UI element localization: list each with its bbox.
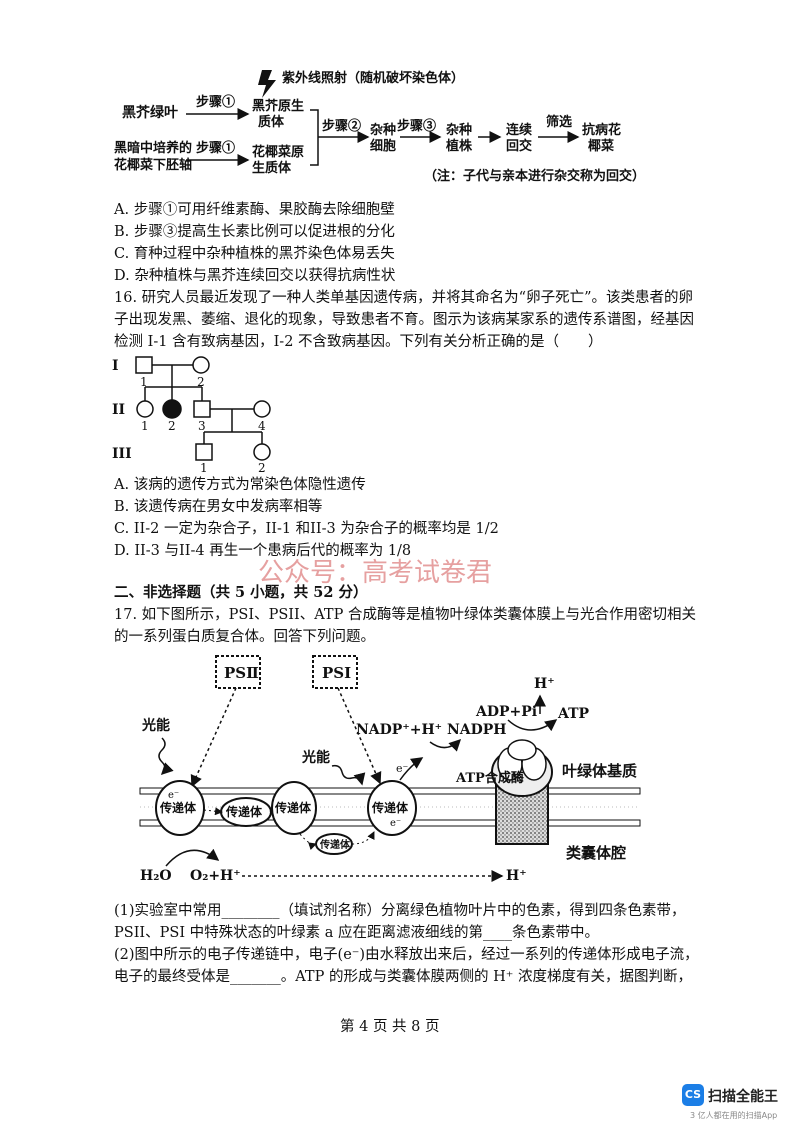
pedigree-i1-male [135, 356, 153, 374]
page-number: 第 4 页 共 8 页 [340, 1019, 440, 1035]
q17-stem-line2: 的一系列蛋白质复合体。回答下列问题。 [114, 629, 375, 645]
pedigree-iii1-male [195, 443, 213, 461]
psii-box [215, 655, 261, 689]
atp-label: ATP [557, 706, 590, 722]
o2-label: O₂+H⁺ [190, 868, 241, 884]
nadph-label: NADP⁺+H⁺ NADPH [356, 722, 507, 738]
lightning-icon [258, 70, 276, 98]
backcross-line2: 回交 [506, 138, 532, 154]
q17-part2-line1: (2)图中所示的电子传递链中，电子(e⁻)由水释放出来后，经过一系列的传递体形成… [114, 947, 699, 963]
q17-part2-line2: 电子的最终受体是_______。ATP 的形成与类囊体膜两侧的 H⁺ 浓度梯度有… [114, 969, 692, 985]
pedigree-ii1-female [136, 400, 154, 418]
q15-option-c: C. 育种过程中杂种植株的黑芥染色体易丢失 [114, 246, 395, 262]
svg-text:传递体: 传递体 [159, 800, 197, 815]
section-2-heading: 二、非选择题（共 5 小题，共 52 分） [114, 584, 368, 601]
step1a-label: 步骤① [196, 94, 235, 110]
proto2-line1: 花椰菜原 [252, 144, 304, 160]
screen-label: 筛选 [546, 114, 572, 130]
hybrid-cell-line2: 细胞 [370, 138, 396, 154]
adp-label: ADP+Pi [475, 704, 537, 720]
svg-text:2: 2 [168, 419, 176, 433]
psii-label: PSⅡ [224, 664, 259, 682]
camscanner-app-name: 扫描全能王 [708, 1089, 778, 1105]
svg-text:2: 2 [258, 461, 266, 474]
svg-text:传递体: 传递体 [319, 838, 351, 851]
atp-synthase [491, 739, 553, 845]
watermark: 公众号：高考试卷君 [258, 558, 493, 588]
svg-text:4: 4 [258, 419, 266, 433]
q16-stem-line2: 子出现发黑、萎缩、退化的现象，导致患者不育。图示为该病某家系的遗传系谱图，经基因 [114, 312, 694, 328]
q16-option-d: D. II-3 与II-4 再生一个患病后代的概率为 1/8 [114, 543, 412, 559]
hybrid-plant-line1: 杂种 [446, 122, 472, 138]
step2-label: 步骤② [322, 118, 361, 134]
h-plus-top: H⁺ [534, 676, 555, 692]
h-plus-bottom: H⁺ [506, 868, 527, 884]
q16-option-a: A. 该病的遗传方式为常染色体隐性遗传 [114, 477, 366, 493]
light-label-1: 光能 [141, 717, 170, 734]
svg-text:e⁻: e⁻ [390, 818, 401, 829]
pedigree-iii2-female [253, 443, 271, 461]
carrier-psii [155, 780, 205, 836]
svg-text:1: 1 [141, 419, 149, 433]
q16-stem-line3: 检测 I-1 含有致病基因，I-2 不含致病基因。下列有关分析正确的是（ ） [114, 334, 603, 350]
proto1-line2: 质体 [258, 114, 285, 130]
q17-part1-line2: PSII、PSI 中特殊状态的叶绿素 a 应在距离滤液细线的第____条色素带中… [114, 925, 600, 941]
step1b-label: 步骤① [196, 140, 235, 156]
q15-option-d: D. 杂种植株与黑芥连续回交以获得抗病性状 [114, 268, 396, 284]
q15-option-b: B. 步骤③提高生长素比例可以促进根的分化 [114, 224, 395, 240]
light-label-2: 光能 [301, 749, 330, 766]
camscanner-logo-icon: CS [682, 1084, 704, 1106]
pedigree-ii3-male [193, 400, 211, 418]
atp-synthase-label: ATP合成酶 [455, 770, 524, 786]
svg-text:传递体: 传递体 [225, 804, 263, 819]
step3-label: 步骤③ [397, 118, 436, 134]
thylakoid-membrane-diagram: PSⅡ PSⅠ 光能 光能 传递体 e⁻ 传递体 传递体 传递体 传递体 e⁻ … [139, 655, 641, 884]
svg-text:3: 3 [198, 419, 206, 433]
uv-label: 紫外线照射（随机破坏染色体） [282, 70, 464, 86]
source-cauliflower-line1: 黑暗中培养的 [114, 140, 192, 156]
svg-text:e⁻: e⁻ [396, 762, 409, 775]
pedigree-i2-female [192, 356, 210, 374]
lumen-label: 类囊体腔 [566, 844, 626, 862]
result-line2: 椰菜 [588, 138, 614, 154]
psi-label: PSⅠ [322, 664, 351, 682]
h2o-label: H₂O [140, 868, 172, 884]
psi-box [312, 655, 358, 689]
proto2-line2: 生质体 [252, 160, 292, 176]
pedigree-ii2-affected-female [162, 399, 182, 419]
camscanner-tagline: 3 亿人都在用的扫描App [690, 1111, 778, 1120]
gen-label-ii: II [112, 402, 125, 418]
proto1-line1: 黑芥原生 [252, 98, 304, 114]
backcross-note: （注：子代与亲本进行杂交称为回交） [424, 168, 645, 184]
q16-option-c: C. II-2 一定为杂合子，II-1 和II-3 为杂合子的概率均是 1/2 [114, 521, 499, 537]
svg-text:传递体: 传递体 [371, 800, 409, 815]
source-cauliflower-line2: 花椰菜下胚轴 [114, 157, 192, 173]
q17-stem-line1: 17. 如下图所示，PSI、PSII、ATP 合成酶等是植物叶绿体类囊体膜上与光… [114, 607, 696, 623]
backcross-line1: 连续 [506, 122, 532, 138]
q15-option-a: A. 步骤①可用纤维素酶、果胶酶去除细胞壁 [114, 202, 395, 218]
hybrid-plant-line2: 植株 [445, 138, 473, 154]
carrier-3 [271, 781, 317, 835]
q16-option-b: B. 该遗传病在男女中发病率相等 [114, 499, 323, 515]
pedigree-ii4-female [253, 400, 271, 418]
result-line1: 抗病花 [582, 122, 621, 138]
svg-text:e⁻: e⁻ [168, 790, 179, 801]
hybrid-breeding-flow-diagram: 紫外线照射（随机破坏染色体） 黑芥绿叶 黑暗中培养的 花椰菜下胚轴 步骤① 步骤… [114, 70, 645, 184]
svg-text:传递体: 传递体 [274, 800, 312, 815]
svg-text:1: 1 [200, 461, 208, 474]
stroma-label: 叶绿体基质 [562, 762, 637, 780]
source-mustard-leaf: 黑芥绿叶 [122, 104, 178, 121]
gen-label-i: I [112, 358, 119, 374]
q16-stem-line1: 16. 研究人员最近发现了一种人类单基因遗传病，并将其命名为“卵子死亡”。该类患… [114, 290, 693, 306]
svg-text:1: 1 [140, 375, 148, 389]
pedigree-chart: I II III 1 2 1 2 3 4 1 2 [112, 356, 271, 474]
carrier-psi [367, 780, 417, 836]
q17-part1-line1: (1)实验室中常用________（填试剂名称）分离绿色植物叶片中的色素，得到四… [114, 903, 686, 919]
gen-label-iii: III [112, 446, 132, 462]
svg-text:2: 2 [197, 375, 205, 389]
hybrid-cell-line1: 杂种 [370, 122, 396, 138]
